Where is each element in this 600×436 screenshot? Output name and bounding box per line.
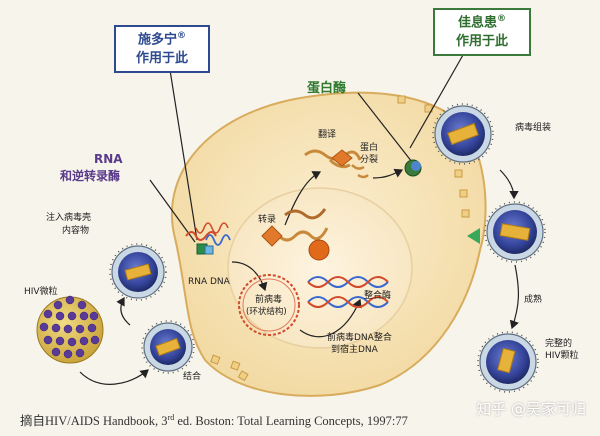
- provirus-label-2: (环状结构): [246, 306, 287, 317]
- integrase-blob: [308, 239, 330, 261]
- protein-cleave-label-2: 分裂: [360, 154, 378, 165]
- callout-stocrin-name: 施多宁: [137, 32, 177, 48]
- budding-triangle: [467, 228, 480, 244]
- budding-core-inner: [411, 161, 421, 171]
- complete-label-2: HIV颗粒: [545, 349, 579, 361]
- callout-stocrin-mark: ®: [177, 31, 186, 41]
- source-caption: 摘自HIV/AIDS Handbook, 3rd ed. Boston: Tot…: [20, 410, 408, 429]
- arrow-binding-to-entry: [116, 296, 131, 326]
- integration-label-2: 到宿主DNA: [331, 343, 379, 355]
- provirus-ring-inner: [242, 278, 296, 332]
- arrow-to-provirus: [231, 261, 268, 292]
- virion-budding: [484, 201, 546, 263]
- maturation-label: 成熟: [524, 293, 542, 305]
- provirus-ring: [238, 274, 300, 336]
- rna-label: RNA: [94, 152, 123, 166]
- arrow-assembly-to-budding: [499, 169, 519, 200]
- dna-strand-blue: [205, 234, 231, 246]
- integrase-label: 整合酶: [364, 289, 391, 301]
- virion-mature: [477, 331, 539, 393]
- protein-cleave-label-1: 蛋白: [360, 141, 378, 153]
- protein-chain-2: [328, 158, 351, 169]
- caption-prefix: 摘自HIV/AIDS Handbook, 3: [20, 414, 168, 428]
- watermark: 知乎 @吴家可归: [476, 400, 586, 418]
- callout-line-crixivan: [409, 54, 464, 149]
- inject-label-2: 内容物: [62, 224, 89, 236]
- callout-crixivan: 佳息患® 作用于此: [433, 8, 531, 56]
- rna-polymerase: [261, 225, 283, 247]
- rna-strand: [185, 231, 217, 241]
- mrna-strand-2: [284, 208, 327, 220]
- provirus-label-1: 前病毒: [255, 293, 282, 305]
- virion-binding: [141, 320, 195, 374]
- nucleus: [227, 187, 413, 349]
- arrow-to-assembly: [372, 168, 404, 179]
- callout-stocrin-sub: 作用于此: [135, 51, 188, 67]
- callout-crixivan-mark: ®: [497, 14, 506, 24]
- host-dna-helix-2: [307, 276, 389, 288]
- integration-label-1: 前病毒DNA整合: [327, 331, 392, 343]
- callout-stocrin: 施多宁® 作用于此: [114, 25, 210, 73]
- host-dna-helix-4: [307, 296, 389, 308]
- callout-crixivan-name: 佳息患: [457, 15, 497, 31]
- inject-label-1: 注入病毒壳: [46, 211, 91, 223]
- callout-line-rna: [149, 179, 196, 243]
- virion-assembly: [432, 103, 494, 165]
- arrow-particle-to-binding: [79, 369, 149, 385]
- rna-strand-2: [195, 222, 229, 234]
- protease-marker: [331, 149, 353, 167]
- caption-sup: rd: [167, 412, 175, 422]
- virion-entry: [109, 243, 167, 301]
- callout-line-stocrin: [169, 69, 198, 241]
- assembly-label: 病毒组装: [515, 121, 551, 133]
- protein-fragments: [351, 164, 369, 179]
- complete-label-1: 完整的: [545, 337, 572, 349]
- binding-label: 结合: [183, 370, 201, 382]
- hiv-particle-label: HIV微粒: [24, 285, 58, 297]
- hiv-particle-free: [36, 295, 104, 364]
- protease-enzyme-label: 蛋白酶: [307, 80, 346, 96]
- callout-crixivan-sub: 作用于此: [455, 34, 508, 50]
- reverse-transcriptase-2: [204, 245, 214, 255]
- arrow-transcription: [284, 171, 322, 226]
- translation-label: 翻译: [318, 129, 336, 140]
- arrow-integration: [299, 298, 362, 338]
- caption-suffix: ed. Boston: Total Learning Concepts, 199…: [174, 414, 408, 428]
- arrow-budding-to-mature: [509, 264, 520, 330]
- rna-dna-label: RNA DNA: [188, 277, 231, 287]
- transcription-label: 转录: [258, 213, 276, 225]
- rt-label: 和逆转录酶: [59, 168, 120, 183]
- callout-line-protease: [357, 92, 413, 163]
